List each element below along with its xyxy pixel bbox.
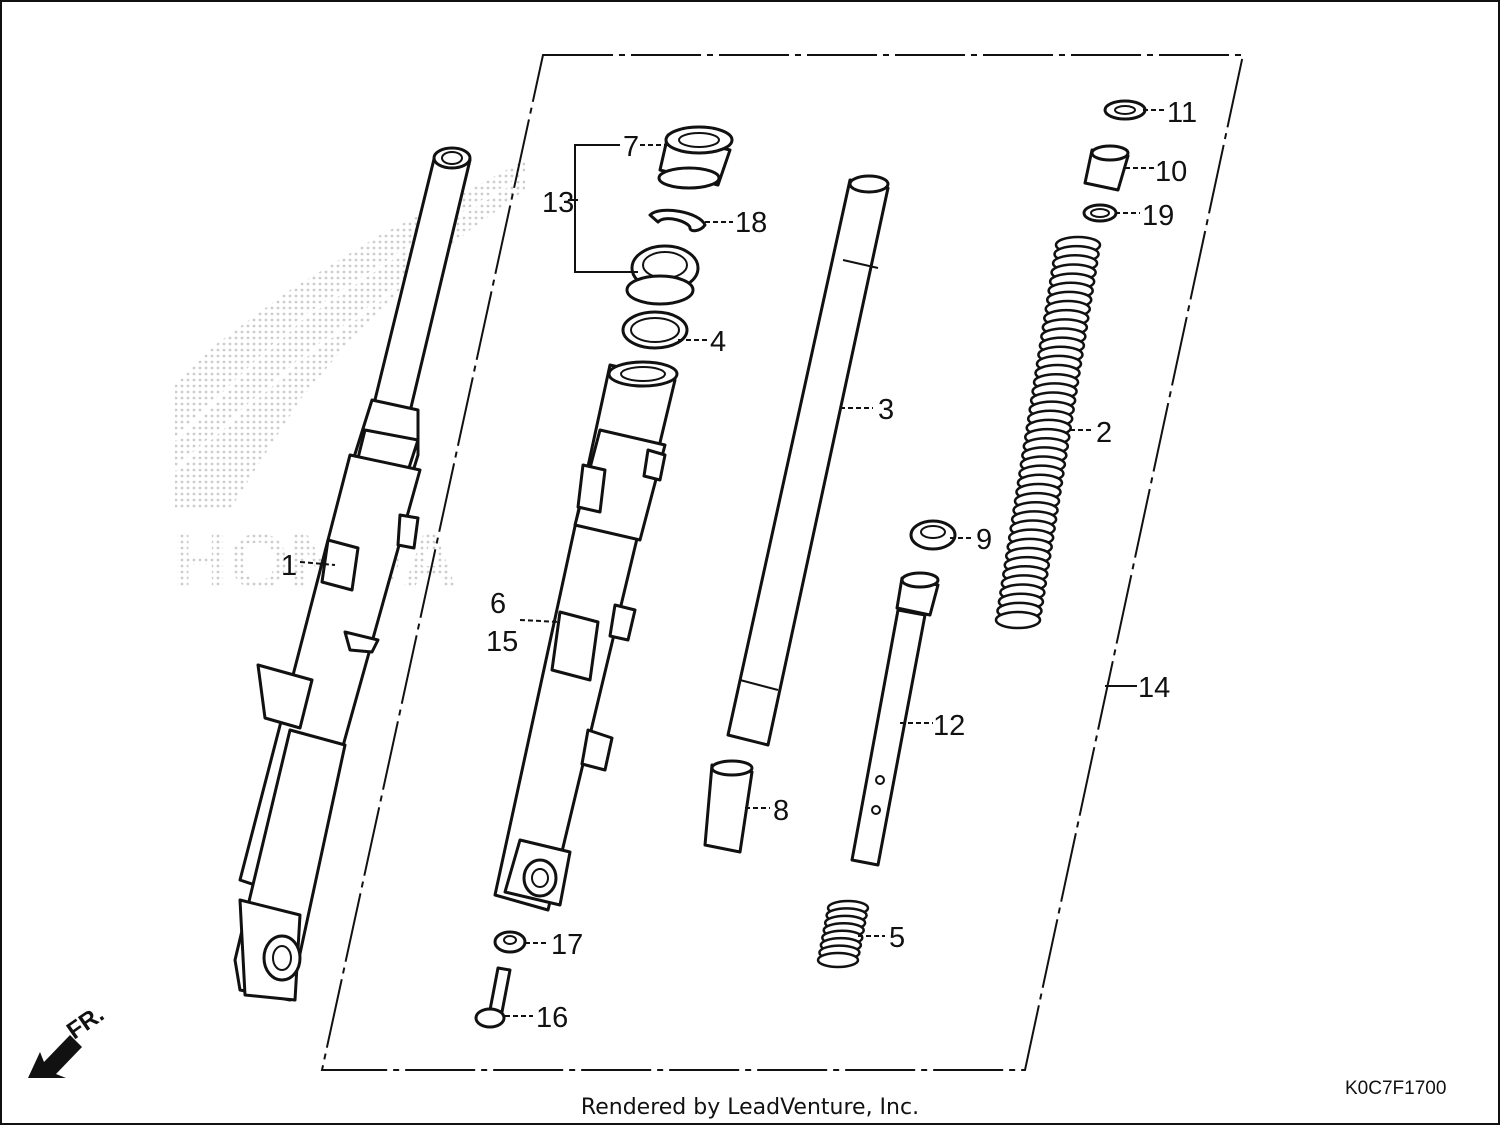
callout-9: 9 — [976, 524, 992, 556]
oil-seal — [625, 244, 700, 306]
diagram-code: K0C7F1700 — [1345, 1078, 1446, 1099]
fork-pipe — [726, 174, 890, 747]
callout-4: 4 — [710, 326, 726, 358]
callout-10: 10 — [1155, 156, 1187, 188]
callout-8: 8 — [773, 795, 789, 827]
sealing-washer — [493, 930, 527, 954]
piston-ring — [909, 519, 957, 551]
callout-14: 14 — [1138, 672, 1170, 704]
callout-18: 18 — [735, 207, 767, 239]
front-direction-marker: FR. — [28, 1001, 109, 1078]
callout-17: 17 — [551, 929, 583, 961]
oil-lock-piece — [703, 759, 754, 854]
callout-2: 2 — [1096, 417, 1112, 449]
callout-16: 16 — [536, 1002, 568, 1034]
back-up-ring — [621, 310, 689, 350]
fork-bolt — [1083, 144, 1130, 192]
callout-3: 3 — [878, 394, 894, 426]
callout-11: 11 — [1167, 97, 1197, 129]
callout-12: 12 — [933, 710, 965, 742]
callout-7: 7 — [623, 131, 639, 163]
callout-1: 1 — [281, 550, 297, 582]
leader-lines — [299, 109, 1165, 1017]
stopper-ring — [648, 208, 707, 233]
stopper-ring-top — [1103, 99, 1147, 121]
callout-6: 6 — [490, 588, 506, 620]
callout-5: 5 — [889, 922, 905, 954]
callout-19: 19 — [1142, 200, 1174, 232]
fork-piston — [850, 571, 940, 867]
socket-bolt — [474, 966, 512, 1029]
rebound-spring — [816, 899, 870, 969]
callout-labels: 1 2 3 4 5 6 15 7 8 9 10 11 12 13 14 16 1… — [281, 97, 1197, 1034]
footer-credit: Rendered by LeadVenture, Inc. — [581, 1095, 919, 1120]
kit-boundary — [320, 54, 1245, 1071]
fork-bottom-case — [493, 360, 679, 912]
fork-leg-assembly — [233, 146, 472, 1002]
callout-15: 15 — [486, 626, 518, 658]
callout-13: 13 — [542, 187, 574, 219]
o-ring-top — [1082, 203, 1118, 223]
fork-spring — [994, 235, 1102, 630]
dust-seal — [657, 125, 734, 190]
front-arrow-icon — [28, 1035, 82, 1078]
